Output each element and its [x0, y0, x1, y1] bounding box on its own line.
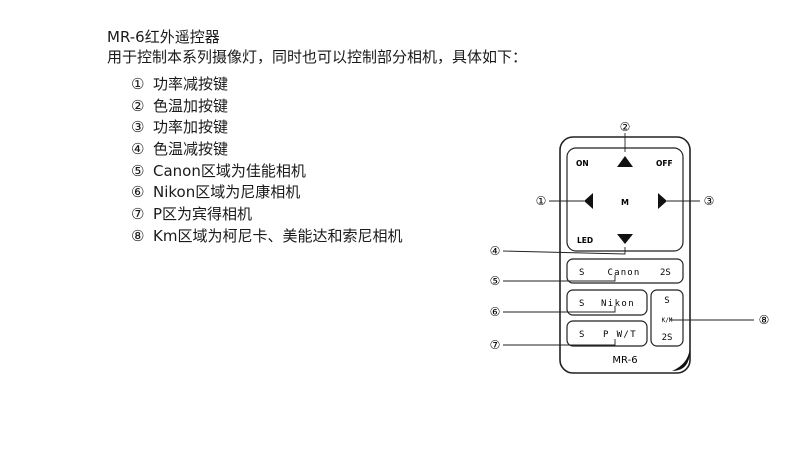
item-number: ①	[131, 75, 145, 93]
item-text: Nikon区域为尼康相机	[153, 183, 301, 202]
item-number: ⑤	[131, 161, 145, 180]
function-list: ① 功率减按键 ② 色温加按键 ③ 功率加按键 ④ 色温减按键 ⑤ Canon区域为佳能相…	[131, 74, 402, 248]
left-arrow-icon[interactable]	[584, 193, 593, 209]
callout-6: ⑥	[490, 305, 501, 319]
model-label: MR-6	[612, 355, 637, 366]
ir-dot-icon	[678, 354, 684, 360]
item-number: ③	[131, 118, 145, 137]
canon-s-label: S	[579, 268, 584, 278]
mode-label: M	[621, 198, 629, 207]
callout-lines	[502, 133, 754, 346]
km-label: K/M	[662, 317, 673, 324]
canon-button[interactable]	[566, 258, 684, 284]
item-text: 功率加按键	[153, 118, 229, 137]
km-2s-label: 2S	[662, 333, 673, 343]
item-number: ⑥	[131, 183, 145, 202]
list-item: ④ 色温减按键	[131, 139, 402, 161]
canon-label: Canon	[607, 268, 640, 278]
item-text: Canon区域为佳能相机	[153, 161, 306, 180]
callout-line-7	[503, 339, 616, 346]
pentax-button[interactable]	[566, 320, 648, 347]
item-text: P区为宾得相机	[153, 205, 253, 224]
nikon-label: Nikon	[601, 299, 635, 309]
nikon-button[interactable]	[566, 289, 648, 316]
callout-line-5	[503, 275, 616, 282]
pentax-label: P W/T	[603, 330, 637, 340]
item-text: 色温减按键	[153, 140, 229, 159]
ir-window-icon	[672, 345, 690, 371]
list-item: ③ 功率加按键	[131, 117, 402, 139]
canon-2s-label: 2S	[660, 268, 671, 278]
description-text: 用于控制本系列摄像灯，同时也可以控制部分相机，具体如下：	[107, 48, 528, 66]
callout-7: ⑦	[490, 338, 501, 352]
pentax-s-label: S	[579, 330, 584, 340]
up-arrow-icon[interactable]	[617, 156, 633, 167]
item-text: 色温加按键	[153, 96, 229, 115]
list-item: ⑥ Nikon区域为尼康相机	[131, 182, 402, 204]
down-arrow-icon[interactable]	[617, 234, 633, 244]
on-label: ON	[576, 159, 589, 168]
list-item: ② 色温加按键	[131, 96, 402, 118]
callout-8: ⑧	[759, 313, 770, 327]
nikon-s-label: S	[579, 299, 584, 309]
item-number: ⑧	[131, 226, 145, 245]
callout-4: ④	[490, 244, 501, 258]
list-item: ⑤ Canon区域为佳能相机	[131, 161, 402, 183]
off-label: OFF	[656, 159, 673, 168]
list-item: ⑦ P区为宾得相机	[131, 204, 402, 226]
item-text: Km区域为柯尼卡、美能达和索尼相机	[153, 226, 403, 245]
item-number: ⑦	[131, 205, 145, 224]
callout-3: ③	[704, 194, 715, 208]
led-label: LED	[577, 236, 593, 245]
callout-5: ⑤	[490, 274, 501, 288]
item-text: 功率减按键	[153, 75, 229, 93]
km-button[interactable]	[650, 289, 684, 347]
list-item: ⑧ Km区域为柯尼卡、美能达和索尼相机	[131, 226, 402, 248]
km-s-label: S	[664, 296, 669, 306]
item-number: ②	[131, 96, 145, 115]
right-arrow-icon[interactable]	[658, 193, 667, 209]
list-item: ① 功率减按键	[131, 74, 402, 96]
callout-line-6	[503, 306, 616, 313]
callout-line-4	[502, 247, 626, 255]
page-title: MR-6红外遥控器	[107, 28, 220, 46]
item-number: ④	[131, 140, 145, 159]
callout-1: ①	[536, 194, 547, 208]
callout-2: ②	[620, 120, 631, 134]
